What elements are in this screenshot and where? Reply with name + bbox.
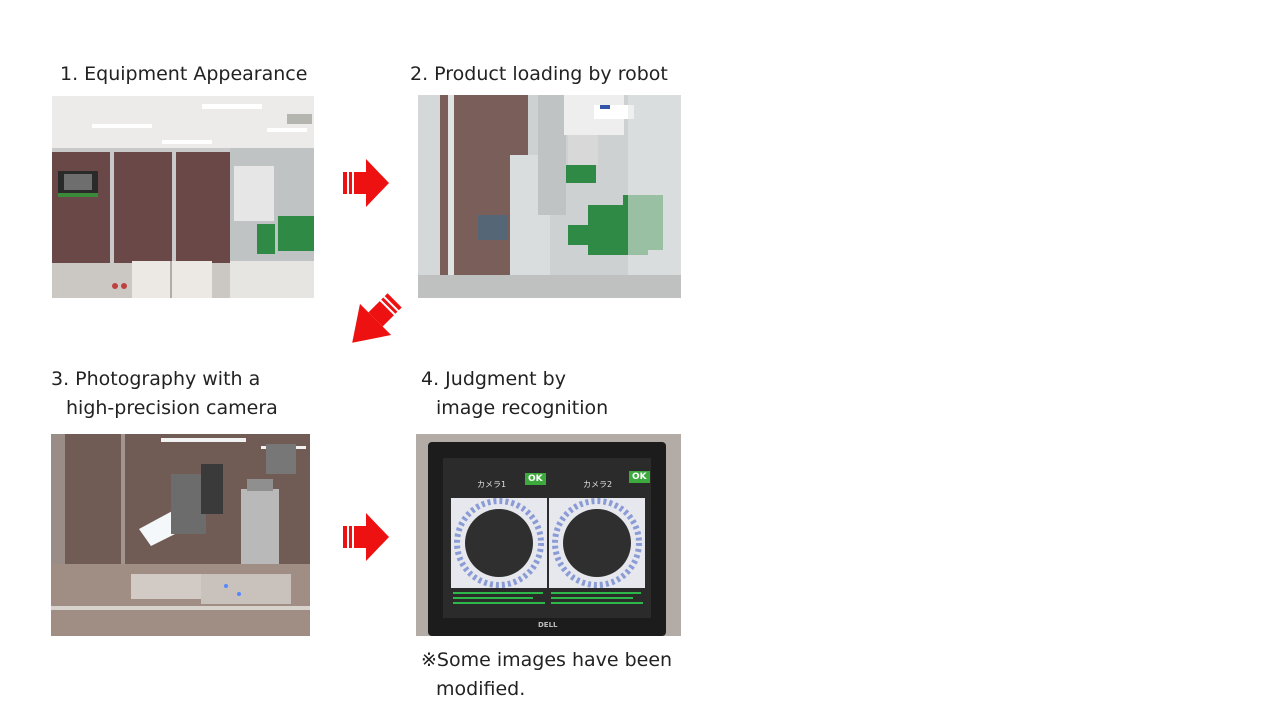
arrow-right-1 (343, 159, 389, 207)
modification-note: ※Some images have been modified. (421, 646, 672, 704)
camera2-ok-badge: OK (629, 471, 650, 483)
note-line2: modified. (436, 678, 526, 700)
camera2-label: カメラ2 (583, 480, 613, 489)
step1-caption: 1. Equipment Appearance (60, 60, 307, 89)
note-line1: ※Some images have been (421, 649, 673, 671)
equipment-appearance-photo (52, 96, 314, 298)
result-row (453, 592, 543, 594)
result-row (551, 602, 643, 604)
camera2-image (549, 498, 645, 588)
step2-caption-text: 2. Product loading by robot (410, 63, 668, 85)
step4-caption: 4. Judgment by image recognition (421, 365, 608, 423)
step3-caption-line1: 3. Photography with a (51, 368, 261, 390)
camera1-ok-badge: OK (525, 473, 546, 485)
image-recognition-photo: カメラ1 OK カメラ2 OK DELL (416, 434, 681, 636)
robot-loading-photo (418, 95, 681, 298)
step4-caption-line1: 4. Judgment by (421, 368, 566, 390)
arrow-down-left (334, 291, 407, 357)
step1-caption-text: 1. Equipment Appearance (60, 63, 308, 85)
camera1-image (451, 498, 547, 588)
camera1-label: カメラ1 (477, 480, 507, 489)
result-row (551, 592, 641, 594)
camera-photography-photo (51, 434, 310, 636)
result-row (551, 597, 633, 599)
step2-caption: 2. Product loading by robot (410, 60, 668, 89)
result-row (453, 602, 545, 604)
monitor-brand-logo: DELL (538, 621, 558, 629)
monitor-screen: カメラ1 OK カメラ2 OK (443, 458, 651, 618)
step3-caption: 3. Photography with a high-precision cam… (51, 365, 278, 423)
step3-caption-line2: high-precision camera (66, 397, 278, 419)
result-row (453, 597, 533, 599)
arrow-right-2 (343, 513, 389, 561)
step4-caption-line2: image recognition (436, 397, 609, 419)
